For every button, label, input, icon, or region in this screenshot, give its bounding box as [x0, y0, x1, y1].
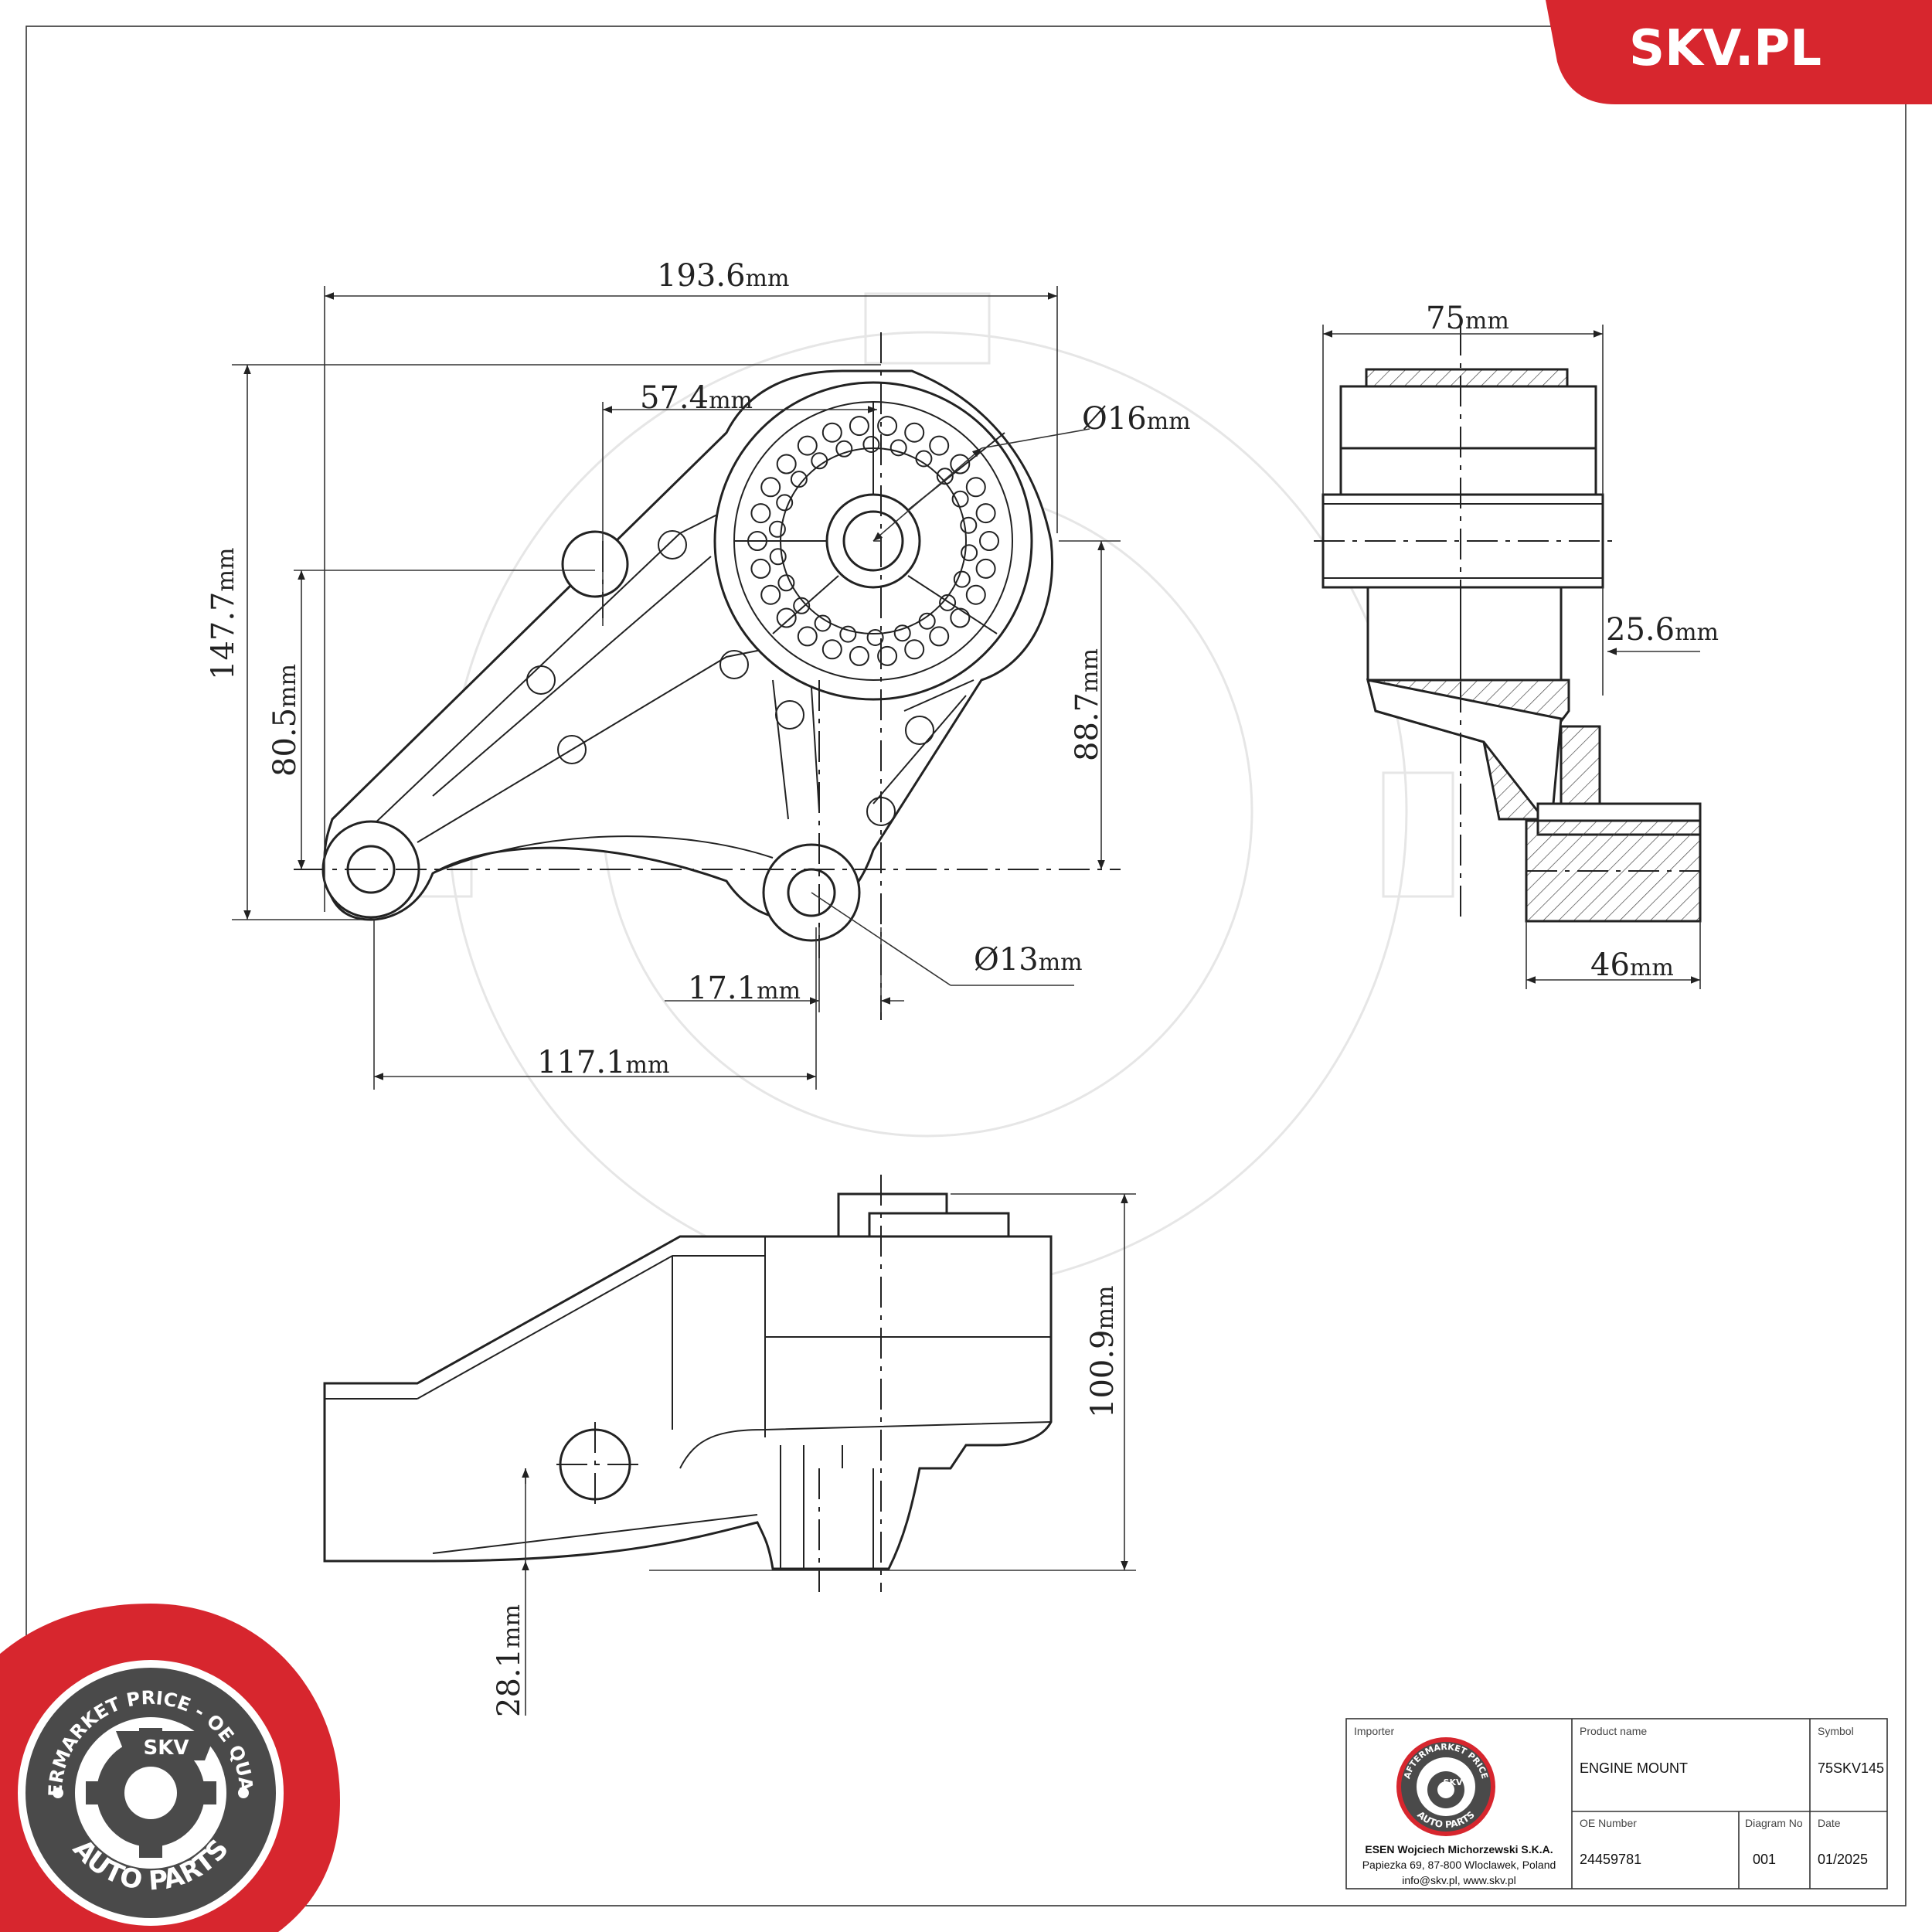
bushing-hole [893, 624, 911, 642]
bushing-hole [979, 531, 999, 551]
dim-bolt-offset: 17.1mm [688, 971, 801, 1006]
brand-site: SKV.PL [1629, 20, 1821, 77]
bushing-hole [790, 471, 808, 488]
bushing-hole [975, 558, 996, 579]
brand-corner: SKV.PL [1546, 0, 1932, 104]
importer-label: Importer [1354, 1725, 1394, 1737]
skv-seal: AFTERMARKET PRICE - OE QUALITY AUTO PART… [0, 0, 340, 1932]
side-view-dimensions [1322, 325, 1701, 989]
bushing-hole [821, 422, 842, 443]
bushing-hole [953, 570, 971, 588]
bushing-hole [769, 548, 787, 566]
bushing-hole [814, 614, 832, 632]
bushing-hole [776, 454, 797, 474]
side-view [1314, 325, 1702, 923]
bushing-hole [760, 477, 781, 498]
bushing-hole [776, 494, 794, 512]
bushing-hole [849, 416, 869, 437]
drawing-frame [26, 26, 1906, 1906]
bushing-hole [877, 645, 898, 666]
oe-label: OE Number [1580, 1817, 1637, 1829]
title-block: Importer Product name Symbol ENGINE MOUN… [1345, 1718, 1888, 1889]
brand-banner [1546, 0, 1932, 104]
mini-seal-center: SKV [1444, 1777, 1463, 1787]
dim-side-base: 46mm [1590, 947, 1674, 983]
date-label: Date [1818, 1817, 1841, 1829]
bushing-hole [918, 612, 936, 630]
bushing-hole [866, 629, 884, 646]
dimension-labels: 193.6mm 57.4mm Ø16mm 147.7mm 80.5mm 88.7… [206, 258, 1719, 1717]
importer-name: ESEN Wojciech Michorzewski S.K.A. [1365, 1843, 1553, 1855]
bushing-hole [965, 584, 986, 605]
bushing-hole [750, 558, 771, 579]
bushing-hole [811, 452, 828, 470]
oe-value: 24459781 [1580, 1852, 1641, 1867]
bushing-hole [747, 531, 767, 551]
bushing-hole [750, 503, 771, 524]
seal-center-text: SKV [144, 1736, 189, 1760]
dim-bolt-spacing: 117.1mm [537, 1045, 669, 1080]
gear-icon [86, 1728, 216, 1858]
bushing-hole [950, 607, 971, 628]
importer-contact: info@skv.pl, www.skv.pl [1402, 1874, 1516, 1886]
bushing-hole [760, 584, 781, 605]
dim-bolt-diameter: Ø13mm [974, 942, 1083, 978]
dim-side-offset: 25.6mm [1606, 612, 1719, 648]
importer-address: Papiezka 69, 87-800 Wloclawek, Poland [1362, 1859, 1556, 1871]
bushing-hole [776, 607, 797, 628]
top-view [294, 332, 1121, 1020]
front-view [323, 1175, 1053, 1592]
bushing-hole [768, 520, 786, 538]
bushing-hole [777, 574, 795, 592]
bushing-hole [839, 625, 857, 643]
dim-side-width: 75mm [1426, 301, 1509, 336]
product-value: ENGINE MOUNT [1580, 1760, 1688, 1776]
front-view-dimensions [522, 1193, 1136, 1716]
date-value: 01/2025 [1818, 1852, 1868, 1867]
bushing-hole [862, 436, 880, 453]
diagram-label: Diagram No [1745, 1817, 1803, 1829]
top-view-dimensions [232, 286, 1121, 1090]
bushing-hole [939, 594, 957, 611]
dim-overall-length: 193.6mm [657, 258, 789, 294]
bushing-hole [793, 597, 811, 614]
dim-front-offset: 28.1mm [492, 1604, 527, 1717]
diagram-value: 001 [1753, 1852, 1776, 1867]
seal-top-text: AFTERMARKET PRICE - OE QUALITY [0, 0, 257, 1797]
bushing-hole [835, 440, 853, 457]
bushing-hole [821, 639, 842, 660]
dim-pin-offset: 57.4mm [640, 380, 753, 416]
dim-height: 147.7mm [206, 548, 241, 680]
dim-center-height: 80.5mm [267, 664, 303, 777]
bushing-hole [904, 422, 925, 443]
bushing-hole [961, 544, 978, 562]
bushing-hole [797, 435, 818, 456]
bushing-hole [877, 416, 898, 437]
bushing-hole [849, 645, 869, 666]
bushing-hole [797, 626, 818, 647]
mini-seal: AFTERMARKET PRICE AUTO PARTS SKV [1396, 1737, 1495, 1836]
dim-bore-diameter: Ø16mm [1082, 401, 1191, 437]
symbol-value: 75SKV145 [1818, 1760, 1884, 1776]
bushing-hole [929, 626, 950, 647]
dim-front-height: 100.9mm [1085, 1286, 1121, 1418]
product-label: Product name [1580, 1725, 1647, 1737]
symbol-label: Symbol [1818, 1725, 1854, 1737]
dim-mount-height: 88.7mm [1070, 648, 1105, 761]
bushing-hole [904, 639, 925, 660]
